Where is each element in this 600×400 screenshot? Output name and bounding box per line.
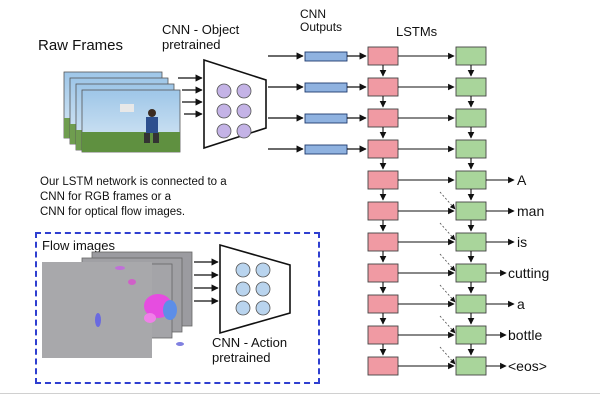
output-word: <eos>: [508, 358, 547, 374]
lstm-decoder-column: [455, 46, 487, 376]
lstm-cell-decoder: [455, 356, 487, 376]
cnn-node: [235, 262, 251, 278]
output-word: man: [517, 203, 545, 219]
output-word: is: [517, 234, 528, 250]
flow-blob: [144, 313, 156, 323]
output-word: bottle: [508, 327, 543, 343]
frames-to-cnn-arrows: [178, 74, 203, 118]
cnn-output-block: [304, 82, 348, 93]
raw-frame-stack-icon: [63, 71, 181, 153]
flow-blob: [176, 342, 184, 346]
flow-to-cnn-arrows: [194, 258, 219, 305]
lstm-cell-decoder: [455, 263, 487, 283]
caption-line-3: CNN for optical flow images.: [40, 206, 186, 218]
lstm-cell-decoder: [455, 108, 487, 128]
lstm-cell-decoder: [455, 170, 487, 190]
flow-images-label: Flow images: [42, 238, 115, 253]
flow-blob: [115, 266, 125, 270]
flow-blob: [128, 279, 136, 285]
lstm-cell-decoder: [455, 201, 487, 221]
output-word: a: [517, 296, 525, 312]
lstm-cell-decoder: [455, 232, 487, 252]
recurrent-arrows: [379, 65, 475, 356]
flow-frame-stack-icon: [42, 251, 193, 358]
cnn-node: [216, 123, 232, 139]
cnn-object-label-line2: pretrained: [162, 37, 221, 52]
lstm-cell-encoder: [367, 170, 399, 190]
output-word: cutting: [508, 265, 550, 281]
word-feedback-arrows: [439, 191, 456, 365]
decoder-output-arrows: [486, 176, 515, 370]
lstm-cell-encoder: [367, 46, 399, 66]
caption-text: Our LSTM network is connected to a CNN f…: [40, 175, 227, 220]
lstm-cell-encoder: [367, 201, 399, 221]
cnn-node: [236, 123, 252, 139]
cnn-object-label-line1: CNN - Object: [162, 22, 240, 37]
flow-blob: [95, 313, 101, 327]
lstm-cell-encoder: [367, 139, 399, 159]
flow-images-box: [35, 232, 320, 384]
cnn-output-block: [304, 144, 348, 155]
raw-frame-front: [81, 89, 181, 153]
lstm-cell-encoder: [367, 325, 399, 345]
bottom-divider: [0, 393, 600, 394]
cnn-outputs-label-line2: Outputs: [300, 20, 343, 34]
output-to-lstm-arrows: [347, 52, 367, 153]
lstm-cell-encoder: [367, 77, 399, 97]
cnn-outputs-label: CNN Outputs: [300, 8, 342, 34]
cnn-action-label-line2: pretrained: [212, 350, 271, 365]
lstm-cell-decoder: [455, 325, 487, 345]
cnn-node: [255, 300, 271, 316]
cnn-output-block: [304, 113, 348, 124]
caption-line-2: CNN for RGB frames or a: [40, 191, 171, 203]
red-to-green-arrows: [398, 52, 455, 370]
cnn-node: [255, 262, 271, 278]
cnn-outputs-label-line1: CNN: [300, 7, 326, 21]
cnn-output-blocks: [304, 51, 348, 155]
lstm-cell-decoder: [455, 294, 487, 314]
caption-line-1: Our LSTM network is connected to a: [40, 176, 227, 188]
lstm-cell-decoder: [455, 139, 487, 159]
raw-frames-label: Raw Frames: [38, 37, 124, 54]
cnn-output-block: [304, 51, 348, 62]
cnn-object-label: CNN - Object pretrained: [162, 22, 239, 52]
cnn-node: [216, 103, 232, 119]
lstm-cell-encoder: [367, 232, 399, 252]
lstm-cell-encoder: [367, 356, 399, 376]
output-word: A: [517, 172, 527, 188]
lstm-cell-encoder: [367, 108, 399, 128]
lstm-cell-decoder: [455, 77, 487, 97]
cnn-node: [236, 103, 252, 119]
cnn-node: [255, 281, 271, 297]
flow-blob: [163, 300, 177, 320]
cnn-action-icon: [219, 243, 291, 335]
cnn-object-icon: [203, 58, 267, 150]
cnn-action-label-line1: CNN - Action: [212, 335, 288, 350]
lstm-cell-encoder: [367, 263, 399, 283]
cnn-action-label: CNN - Action pretrained: [212, 335, 287, 365]
lstm-cell-encoder: [367, 294, 399, 314]
cnn-to-output-arrows: [268, 52, 304, 153]
flow-frame-front: [42, 262, 152, 358]
lstm-cell-decoder: [455, 46, 487, 66]
lstms-label: LSTMs: [396, 24, 438, 39]
cnn-node: [236, 83, 252, 99]
cnn-node: [216, 83, 232, 99]
cnn-node: [235, 300, 251, 316]
cnn-node: [235, 281, 251, 297]
